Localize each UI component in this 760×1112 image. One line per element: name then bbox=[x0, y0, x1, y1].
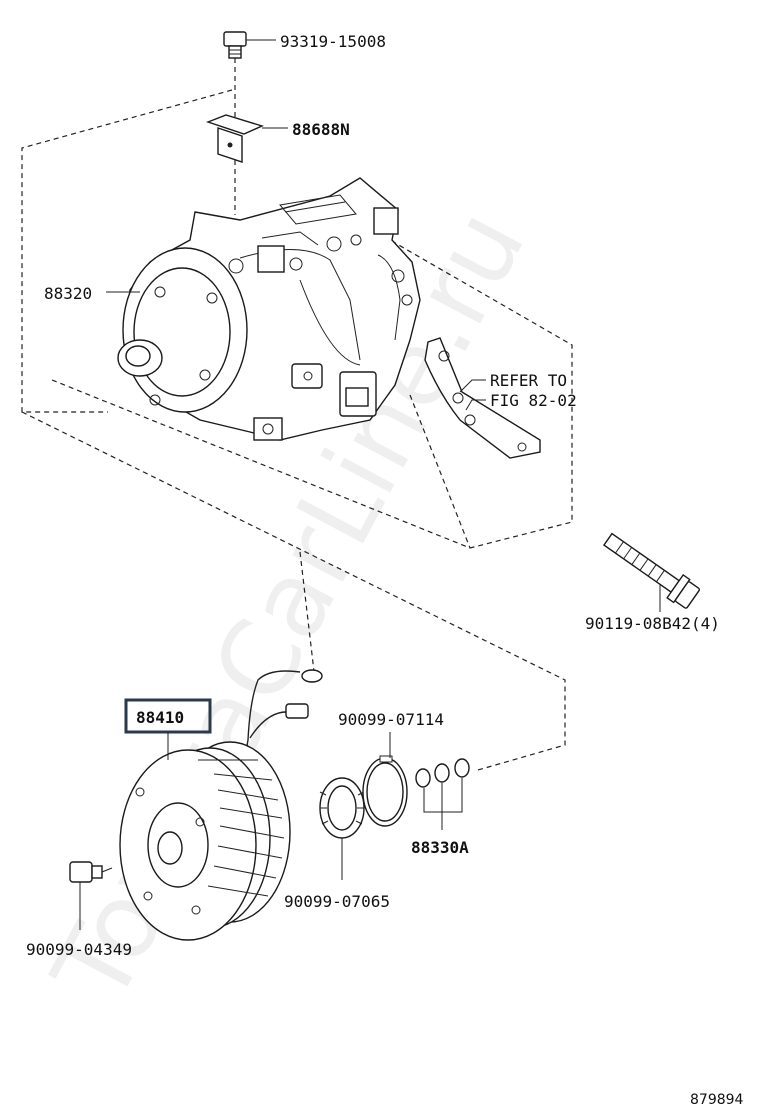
center-bolt-icon bbox=[69, 861, 113, 883]
label-refer-to: REFER TO bbox=[490, 371, 567, 390]
snap-ring-small-icon bbox=[319, 777, 365, 839]
label-88410[interactable]: 88410 bbox=[136, 708, 184, 727]
label-90119-08B42: 90119-08B42(4) bbox=[585, 614, 720, 633]
label-93319-15008: 93319-15008 bbox=[280, 32, 386, 51]
diagram-id: 879894 bbox=[690, 1092, 744, 1108]
label-90099-07114: 90099-07114 bbox=[338, 710, 444, 729]
label-fig-82-02: FIG 82-02 bbox=[490, 391, 577, 410]
label-88320: 88320 bbox=[44, 284, 92, 303]
compressor-icon bbox=[117, 177, 421, 441]
dashed-guide-lines bbox=[21, 58, 573, 771]
label-plate-icon bbox=[205, 114, 264, 163]
bolt-93319-icon bbox=[223, 31, 247, 59]
snap-ring-big-icon bbox=[362, 755, 408, 827]
label-88330A: 88330A bbox=[411, 838, 469, 857]
long-bolt-icon bbox=[602, 532, 700, 609]
bracket-icon bbox=[424, 337, 541, 459]
clutch-pulley-icon bbox=[119, 741, 291, 941]
shims-icon bbox=[415, 758, 470, 788]
label-88688N: 88688N bbox=[292, 120, 350, 139]
label-90099-04349: 90099-04349 bbox=[26, 940, 132, 959]
label-90099-07065: 90099-07065 bbox=[284, 892, 390, 911]
